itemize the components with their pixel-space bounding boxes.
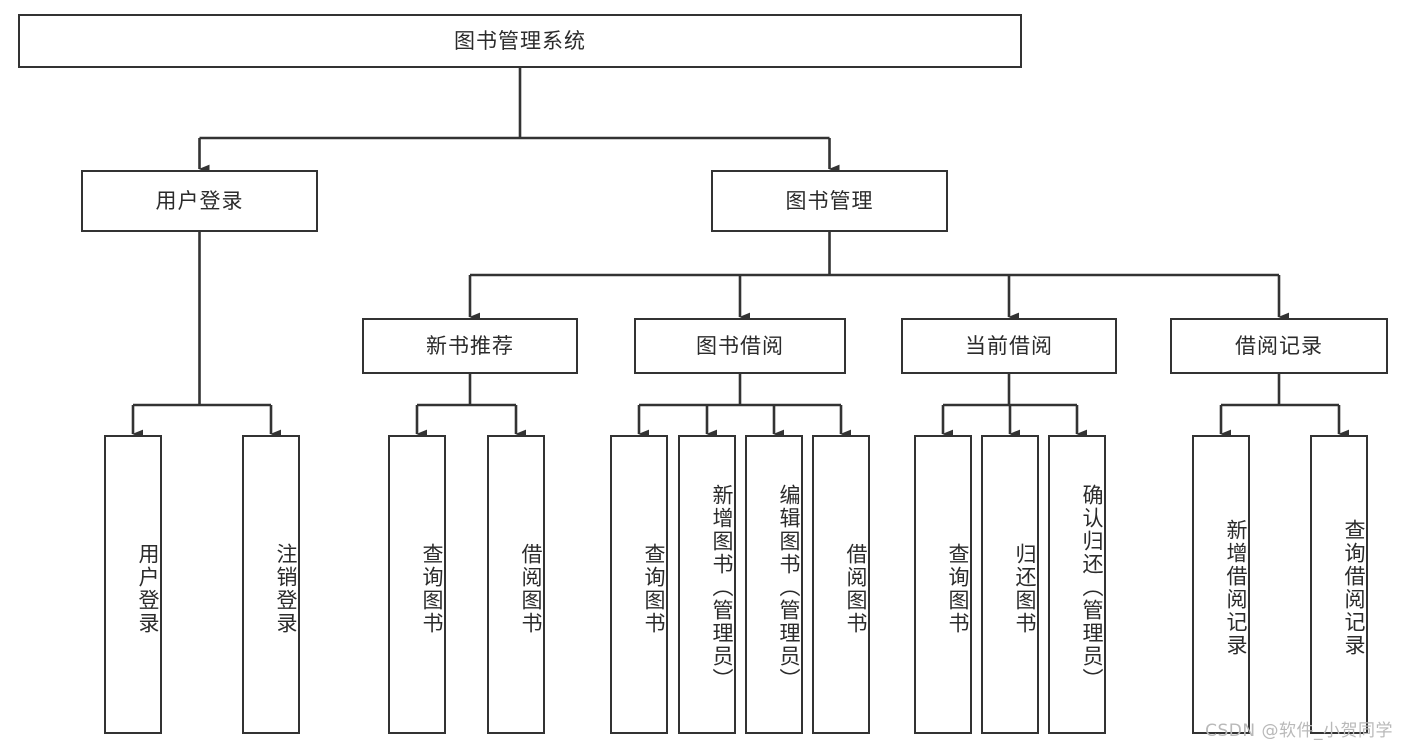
node-label: 用户登录 (136, 542, 160, 635)
node-leaf12[interactable]: 新增借阅记录 (1192, 435, 1250, 734)
node-l2a[interactable]: 新书推荐 (362, 318, 578, 374)
node-leaf3[interactable]: 查询图书 (388, 435, 446, 734)
node-leaf6[interactable]: 新增图书（管理员） (678, 435, 736, 734)
node-label: 新书推荐 (426, 333, 514, 358)
node-label: 确认归还（管理员） (1080, 484, 1104, 691)
node-l2c[interactable]: 当前借阅 (901, 318, 1117, 374)
node-leaf11[interactable]: 确认归还（管理员） (1048, 435, 1106, 734)
node-label: 图书借阅 (696, 333, 784, 358)
node-leaf8[interactable]: 借阅图书 (812, 435, 870, 734)
node-leaf9[interactable]: 查询图书 (914, 435, 972, 734)
node-l1b[interactable]: 图书管理 (711, 170, 948, 232)
node-l2b[interactable]: 图书借阅 (634, 318, 846, 374)
node-label: 归还图书 (1013, 542, 1037, 635)
node-leaf7[interactable]: 编辑图书（管理员） (745, 435, 803, 734)
node-l1a[interactable]: 用户登录 (81, 170, 318, 232)
node-label: 查询图书 (420, 542, 444, 635)
node-leaf1[interactable]: 用户登录 (104, 435, 162, 734)
node-label: 新增借阅记录 (1224, 518, 1248, 657)
node-label: 借阅图书 (844, 542, 868, 635)
node-leaf5[interactable]: 查询图书 (610, 435, 668, 734)
node-leaf4[interactable]: 借阅图书 (487, 435, 545, 734)
node-label: 注销登录 (274, 542, 298, 635)
node-label: 查询图书 (946, 542, 970, 635)
watermark-text: CSDN @软件_小贺同学 (1205, 721, 1393, 741)
node-label: 查询图书 (642, 542, 666, 635)
node-leaf13[interactable]: 查询借阅记录 (1310, 435, 1368, 734)
node-label: 用户登录 (155, 188, 244, 213)
node-label: 新增图书（管理员） (710, 484, 734, 691)
node-label: 编辑图书（管理员） (777, 484, 801, 691)
node-l2d[interactable]: 借阅记录 (1170, 318, 1388, 374)
node-label: 借阅图书 (519, 542, 543, 635)
node-label: 借阅记录 (1235, 333, 1323, 358)
node-label: 图书管理 (785, 188, 874, 213)
node-label: 当前借阅 (965, 333, 1053, 358)
node-label: 查询借阅记录 (1342, 518, 1366, 657)
node-root[interactable]: 图书管理系统 (18, 14, 1022, 68)
node-leaf2[interactable]: 注销登录 (242, 435, 300, 734)
node-label: 图书管理系统 (454, 28, 586, 53)
node-leaf10[interactable]: 归还图书 (981, 435, 1039, 734)
